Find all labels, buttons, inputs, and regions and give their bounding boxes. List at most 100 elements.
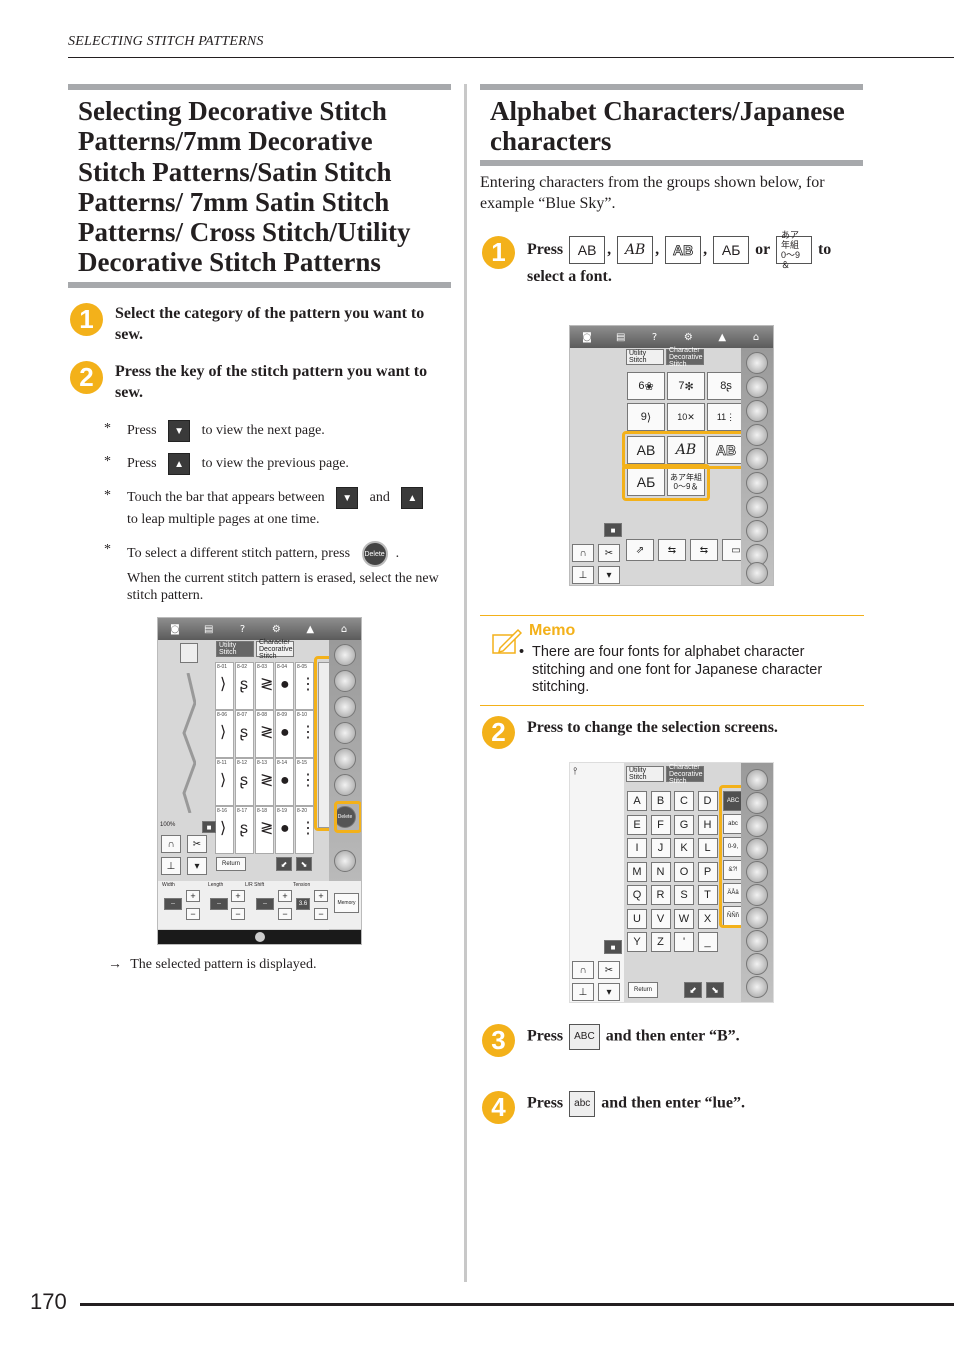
character-group-key[interactable]: abc xyxy=(723,814,743,834)
letter-key[interactable]: C xyxy=(674,791,694,811)
side-round-button[interactable] xyxy=(746,400,768,422)
side-round-button[interactable] xyxy=(746,520,768,542)
thread-button[interactable]: ■ xyxy=(604,523,622,537)
down-button[interactable]: ▾ xyxy=(598,983,620,1001)
side-round-button[interactable] xyxy=(334,774,356,796)
stitch-pattern-key[interactable]: 8-06⟩ xyxy=(215,710,234,758)
pivot-button[interactable]: ⊥ xyxy=(572,983,594,1001)
stitch-pattern-key[interactable]: 8-15⋮ xyxy=(295,758,316,806)
usb-button[interactable]: ⇆ xyxy=(658,539,686,561)
width-plus-button[interactable]: + xyxy=(186,890,200,902)
side-round-button[interactable] xyxy=(746,562,768,584)
stitch-pattern-key[interactable]: 8-05⋮ xyxy=(295,662,316,710)
stitch-pattern-key[interactable]: 8-03≷ xyxy=(255,662,274,710)
needle-up-button[interactable]: ∩ xyxy=(161,835,181,853)
side-round-button[interactable] xyxy=(746,769,768,791)
font-script-button[interactable]: AB xyxy=(667,436,705,464)
letter-key[interactable]: I xyxy=(627,838,647,858)
stitch-pattern-key[interactable]: 8-16⟩ xyxy=(215,806,234,854)
stitch-pattern-key[interactable]: 8-13≷ xyxy=(255,758,274,806)
return-button[interactable]: Return xyxy=(628,982,658,998)
length-plus-button[interactable]: + xyxy=(231,890,245,902)
stitch-pattern-key[interactable]: 8-09● xyxy=(275,710,294,758)
letter-key[interactable]: F xyxy=(650,814,671,835)
tension-minus-button[interactable]: − xyxy=(314,908,328,920)
letter-key[interactable]: A xyxy=(627,791,647,811)
letter-key[interactable]: Z xyxy=(650,932,671,952)
side-round-button[interactable] xyxy=(334,696,356,718)
pivot-button[interactable]: ⊥ xyxy=(161,857,181,875)
letter-key[interactable]: Q xyxy=(627,885,647,905)
needle-up-button[interactable]: ∩ xyxy=(572,961,594,979)
stitch-pattern-key[interactable]: 8-08≷ xyxy=(255,710,274,758)
thread-button[interactable]: ■ xyxy=(604,940,622,954)
length-minus-button[interactable]: − xyxy=(231,908,245,920)
cut-button[interactable]: ✂ xyxy=(187,835,207,853)
stitch-pattern-key[interactable]: 8-20⋮ xyxy=(295,806,316,854)
font-ab-button[interactable]: AB xyxy=(627,436,665,464)
mirror-right-button[interactable]: ⬊ xyxy=(706,982,724,998)
letter-key[interactable]: ' xyxy=(674,932,694,952)
side-round-button[interactable] xyxy=(746,424,768,446)
side-round-button[interactable] xyxy=(746,930,768,952)
letter-key[interactable]: D xyxy=(697,791,718,811)
letter-key[interactable]: B xyxy=(650,791,671,811)
stitch-pattern-key[interactable]: 8-04● xyxy=(275,662,294,710)
category-7-button[interactable]: 7✻ xyxy=(667,372,705,400)
lr-plus-button[interactable]: + xyxy=(278,890,292,902)
width-minus-button[interactable]: − xyxy=(186,908,200,920)
letter-key[interactable]: G xyxy=(674,814,694,835)
side-round-button[interactable] xyxy=(334,670,356,692)
down-button[interactable]: ▾ xyxy=(598,566,620,584)
letter-key[interactable]: R xyxy=(650,885,671,905)
side-round-button[interactable] xyxy=(746,953,768,975)
letter-key[interactable]: N xyxy=(650,861,671,882)
letter-key[interactable]: L xyxy=(697,838,718,858)
letter-key[interactable]: O xyxy=(674,861,694,882)
side-round-button[interactable] xyxy=(334,722,356,744)
category-6-button[interactable]: 6❀ xyxy=(627,372,665,400)
side-round-button[interactable] xyxy=(746,472,768,494)
letter-key[interactable]: K xyxy=(674,838,694,858)
letter-key[interactable]: _ xyxy=(697,932,718,952)
side-round-button[interactable] xyxy=(746,352,768,374)
stitch-pattern-key[interactable]: 8-11⟩ xyxy=(215,758,234,806)
stitch-pattern-key[interactable]: 8-10⋮ xyxy=(295,710,316,758)
letter-key[interactable]: X xyxy=(697,908,718,929)
cut-button[interactable]: ✂ xyxy=(598,961,620,979)
tab-character-decorative[interactable]: Character Decorative Stitch xyxy=(256,639,294,660)
letter-key[interactable]: U xyxy=(627,908,647,929)
usb-mouse-button[interactable]: ⇆ xyxy=(690,539,718,561)
down-button[interactable]: ▾ xyxy=(187,857,207,875)
letter-key[interactable]: E xyxy=(627,814,647,835)
letter-key[interactable]: Y xyxy=(627,932,647,952)
expand-icon[interactable] xyxy=(255,932,265,942)
side-round-button[interactable] xyxy=(334,748,356,770)
pocket-button[interactable]: ⇗ xyxy=(626,539,654,561)
category-10-button[interactable]: 10✕ xyxy=(667,403,705,431)
side-round-button[interactable] xyxy=(746,448,768,470)
letter-key[interactable]: T xyxy=(697,885,718,905)
tab-utility-stitch[interactable]: Utility Stitch xyxy=(626,349,664,365)
return-button[interactable]: Return xyxy=(216,857,246,871)
side-round-button[interactable] xyxy=(746,496,768,518)
tension-plus-button[interactable]: + xyxy=(314,890,328,902)
letter-key[interactable]: P xyxy=(697,861,718,882)
side-round-button[interactable] xyxy=(746,838,768,860)
side-round-button[interactable] xyxy=(746,884,768,906)
side-round-button[interactable] xyxy=(746,792,768,814)
font-cyrillic-button[interactable]: AБ xyxy=(627,468,665,496)
stitch-pattern-key[interactable]: 8-14● xyxy=(275,758,294,806)
stitch-pattern-key[interactable]: 8-18≷ xyxy=(255,806,274,854)
letter-key[interactable]: M xyxy=(627,861,647,882)
mirror-left-button[interactable]: ⬋ xyxy=(684,982,702,998)
font-japanese-button[interactable]: あア年組 0〜9＆ xyxy=(667,468,705,496)
side-round-button[interactable] xyxy=(746,907,768,929)
side-round-button[interactable] xyxy=(334,850,356,872)
side-round-button[interactable] xyxy=(746,815,768,837)
